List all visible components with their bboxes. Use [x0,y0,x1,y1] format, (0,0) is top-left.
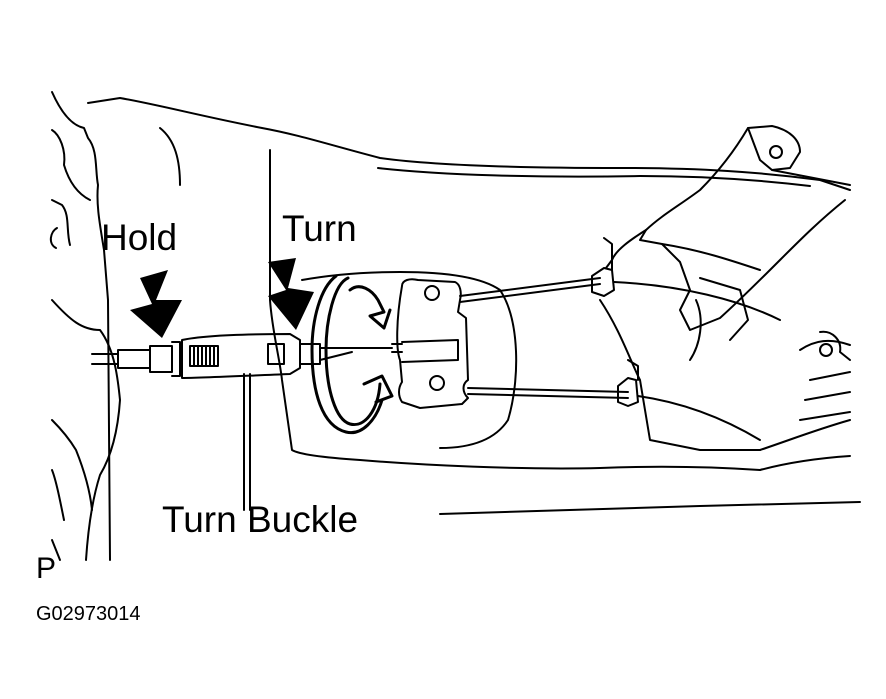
turn-buckle-label: Turn Buckle [162,499,359,540]
turn-label: Turn [282,208,357,249]
position-code: P [36,552,57,585]
turn-arrow-icon [268,258,314,330]
hold-label: Hold [101,217,178,258]
equalizer-assembly [351,278,469,409]
turn-buckle [91,333,353,511]
cable-clips [591,237,639,407]
rear-cables [459,277,781,441]
figure-id: G02973014 [36,603,141,625]
rotation-arrow-icon [310,274,394,435]
right-bracket [599,125,851,471]
hold-arrow-icon [130,270,182,338]
left-frame [49,91,121,561]
